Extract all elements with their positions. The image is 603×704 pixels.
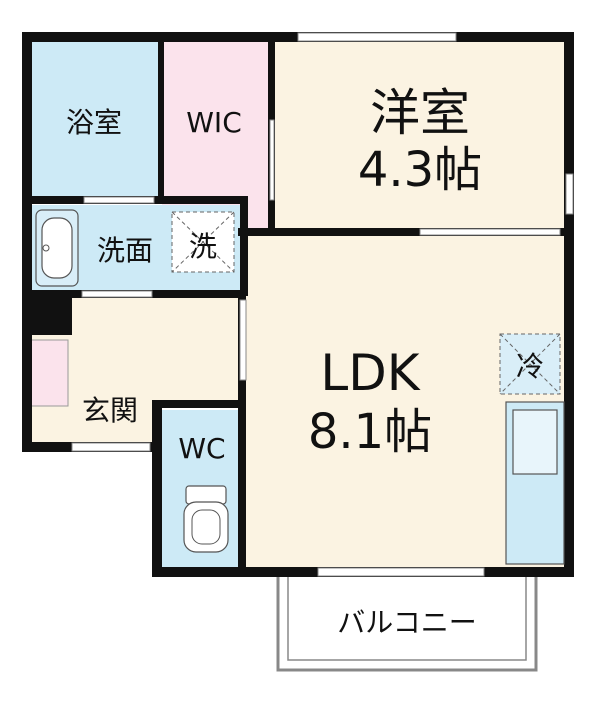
kitchen-sink xyxy=(512,409,558,475)
openings xyxy=(71,32,574,577)
washbasin-bowl xyxy=(41,217,73,279)
toilet-seat xyxy=(191,509,221,545)
balcony-label: バルコニー xyxy=(337,606,476,639)
shoe-cabinet xyxy=(29,339,69,407)
fridge-label: 冷 xyxy=(516,350,544,383)
western-room-size: 4.3帖 xyxy=(358,142,482,198)
bath-label: 浴室 xyxy=(66,106,122,139)
balcony-outline xyxy=(276,573,538,672)
wic-label: WIC xyxy=(186,106,242,139)
fridge-diagonal-2 xyxy=(499,333,561,395)
washer-label: 洗 xyxy=(189,230,217,263)
entrance-label: 玄関 xyxy=(82,394,138,427)
western-room-floor xyxy=(275,40,567,232)
toilet-label: WC xyxy=(178,432,225,465)
washroom-label: 洗面 xyxy=(97,234,153,267)
toilet-tank xyxy=(185,485,227,505)
washer-diagonal-2 xyxy=(171,211,235,273)
ldk-size: 8.1帖 xyxy=(308,404,432,460)
western-room-label: 洋室 xyxy=(370,84,470,142)
ldk-label: LDK xyxy=(320,344,420,402)
washbasin-tap xyxy=(42,244,50,252)
bath-floor xyxy=(30,40,160,200)
